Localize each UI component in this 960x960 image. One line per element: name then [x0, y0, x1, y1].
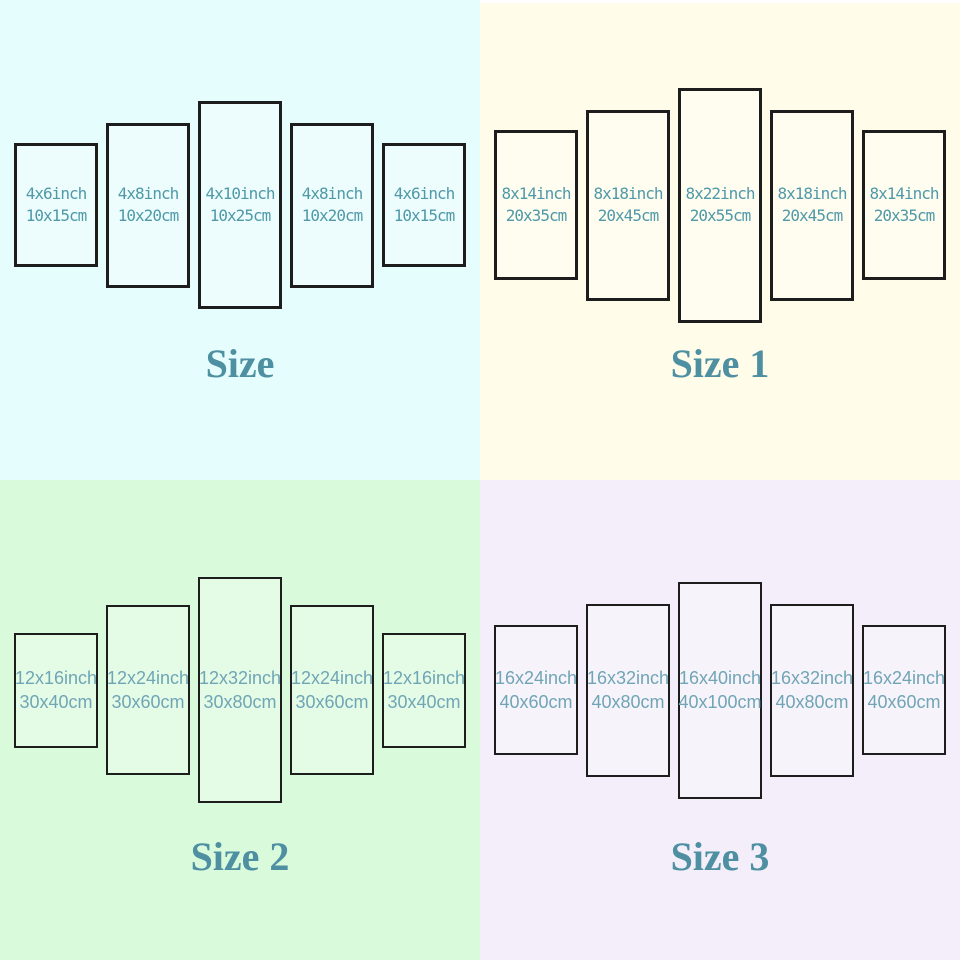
panel-size-cm: 20x55cm	[689, 206, 751, 225]
panel-size-label: 4x10inch 10x25cm	[205, 183, 275, 227]
canvas-panel-2: 16x32inch 40x80cm	[586, 603, 670, 777]
panel-size-label: 12x24inch 30x60cm	[107, 666, 189, 714]
panel-size-cm: 30x60cm	[295, 692, 369, 712]
panel-group: 8x14inch 20x35cm 8x18inch 20x45cm 8x22in…	[480, 0, 960, 410]
white-edge-strip	[480, 0, 960, 3]
quadrant-title: Size	[205, 341, 275, 386]
panel-size-inches: 8x14inch	[501, 184, 571, 203]
panel-size-inches: 8x18inch	[777, 184, 847, 203]
panel-size-inches: 4x8inch	[117, 184, 179, 203]
panel-group: 16x24inch 40x60cm 16x32inch 40x80cm 16x4…	[480, 480, 960, 900]
panel-size-inches: 8x14inch	[869, 184, 939, 203]
canvas-panel-4: 4x8inch 10x20cm	[290, 122, 374, 288]
panel-size-cm: 40x100cm	[678, 692, 762, 712]
quadrant-title: Size 3	[670, 834, 770, 879]
panel-size-cm: 40x60cm	[499, 692, 573, 712]
panel-size-label: 12x16inch 30x40cm	[383, 666, 465, 714]
canvas-panel-2: 12x24inch 30x60cm	[106, 605, 190, 775]
canvas-panel-1: 8x14inch 20x35cm	[494, 130, 578, 280]
quadrant-size-1: 8x14inch 20x35cm 8x18inch 20x45cm 8x22in…	[480, 0, 960, 480]
canvas-panel-5: 16x24inch 40x60cm	[862, 625, 946, 755]
quadrant-title: Size 2	[190, 834, 290, 879]
panel-size-inches: 16x40inch	[678, 668, 762, 688]
panel-size-cm: 30x40cm	[387, 692, 461, 712]
quadrant-size-2: 12x16inch 30x40cm 12x24inch 30x60cm 12x3…	[0, 480, 480, 960]
panel-group: 12x16inch 30x40cm 12x24inch 30x60cm 12x3…	[0, 480, 480, 900]
panel-size-cm: 20x45cm	[781, 206, 843, 225]
canvas-panel-3: 16x40inch 40x100cm	[678, 581, 762, 799]
panel-size-label: 4x8inch 10x20cm	[301, 183, 363, 227]
panel-size-cm: 30x80cm	[203, 692, 277, 712]
panel-size-inches: 12x24inch	[290, 668, 374, 688]
canvas-panel-1: 4x6inch 10x15cm	[14, 143, 98, 267]
panel-size-inches: 12x24inch	[106, 668, 190, 688]
panel-size-label: 16x24inch 40x60cm	[495, 666, 577, 714]
panel-size-label: 8x22inch 20x55cm	[685, 183, 755, 227]
canvas-panel-1: 12x16inch 30x40cm	[14, 632, 98, 748]
panel-size-inches: 8x22inch	[685, 184, 755, 203]
panel-size-inches: 4x6inch	[393, 184, 455, 203]
panel-size-cm: 10x25cm	[209, 206, 271, 225]
panel-size-cm: 10x15cm	[393, 206, 455, 225]
panel-size-inches: 4x10inch	[205, 184, 275, 203]
panel-size-inches: 12x16inch	[14, 668, 98, 688]
panel-size-inches: 16x24inch	[862, 668, 946, 688]
canvas-panel-5: 4x6inch 10x15cm	[382, 143, 466, 267]
panel-size-inches: 4x8inch	[301, 184, 363, 203]
panel-size-label: 12x16inch 30x40cm	[15, 666, 97, 714]
panel-size-inches: 16x32inch	[586, 668, 670, 688]
canvas-panel-3: 12x32inch 30x80cm	[198, 577, 282, 803]
panel-size-label: 16x32inch 40x80cm	[771, 666, 853, 714]
panel-size-inches: 4x6inch	[25, 184, 87, 203]
panel-size-cm: 30x40cm	[19, 692, 93, 712]
panel-size-inches: 8x18inch	[593, 184, 663, 203]
canvas-panel-1: 16x24inch 40x60cm	[494, 625, 578, 755]
panel-size-inches: 12x16inch	[382, 668, 466, 688]
panel-size-label: 16x40inch 40x100cm	[678, 666, 761, 714]
panel-size-cm: 20x35cm	[873, 206, 935, 225]
panel-size-cm: 30x60cm	[111, 692, 185, 712]
canvas-panel-2: 4x8inch 10x20cm	[106, 122, 190, 288]
panel-group: 4x6inch 10x15cm 4x8inch 10x20cm 4x10inch…	[0, 0, 480, 410]
panel-size-label: 4x8inch 10x20cm	[117, 183, 179, 227]
quadrant-size: 4x6inch 10x15cm 4x8inch 10x20cm 4x10inch…	[0, 0, 480, 480]
canvas-panel-5: 12x16inch 30x40cm	[382, 632, 466, 748]
panel-size-inches: 16x32inch	[770, 668, 854, 688]
panel-size-label: 8x18inch 20x45cm	[593, 183, 663, 227]
panel-size-inches: 16x24inch	[494, 668, 578, 688]
panel-size-cm: 20x45cm	[597, 206, 659, 225]
panel-size-label: 16x24inch 40x60cm	[863, 666, 945, 714]
quadrant-title: Size 1	[670, 341, 770, 386]
panel-size-cm: 10x15cm	[25, 206, 87, 225]
canvas-panel-3: 8x22inch 20x55cm	[678, 87, 762, 323]
panel-size-cm: 40x60cm	[867, 692, 941, 712]
panel-size-cm: 20x35cm	[505, 206, 567, 225]
panel-size-label: 8x18inch 20x45cm	[777, 183, 847, 227]
panel-size-label: 12x32inch 30x80cm	[199, 666, 281, 714]
panel-size-label: 4x6inch 10x15cm	[393, 183, 455, 227]
panel-size-cm: 10x20cm	[301, 206, 363, 225]
panel-size-label: 8x14inch 20x35cm	[869, 183, 939, 227]
panel-size-cm: 40x80cm	[591, 692, 665, 712]
canvas-panel-3: 4x10inch 10x25cm	[198, 101, 282, 309]
panel-size-label: 8x14inch 20x35cm	[501, 183, 571, 227]
panel-size-cm: 40x80cm	[775, 692, 849, 712]
canvas-panel-5: 8x14inch 20x35cm	[862, 130, 946, 280]
panel-size-inches: 12x32inch	[198, 668, 282, 688]
panel-size-label: 12x24inch 30x60cm	[291, 666, 373, 714]
quadrant-size-3: 16x24inch 40x60cm 16x32inch 40x80cm 16x4…	[480, 480, 960, 960]
canvas-panel-4: 16x32inch 40x80cm	[770, 603, 854, 777]
panel-size-label: 16x32inch 40x80cm	[587, 666, 669, 714]
canvas-panel-2: 8x18inch 20x45cm	[586, 109, 670, 301]
panel-size-label: 4x6inch 10x15cm	[25, 183, 87, 227]
panel-size-cm: 10x20cm	[117, 206, 179, 225]
canvas-panel-4: 12x24inch 30x60cm	[290, 605, 374, 775]
canvas-panel-4: 8x18inch 20x45cm	[770, 109, 854, 301]
